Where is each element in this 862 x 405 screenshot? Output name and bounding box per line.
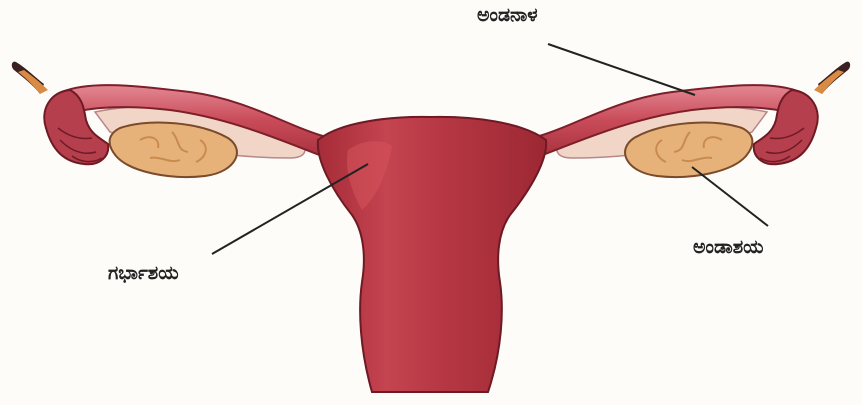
ovary-label: ಅಂಡಾಶಯ: [693, 238, 764, 257]
ovary-leader-line: [692, 167, 768, 226]
oviduct-label: ಅಂಡನಾಳ: [477, 6, 538, 25]
right-fimbriae: [754, 62, 850, 165]
left-fimbriae: [12, 62, 108, 165]
uterus-label: ಗರ್ಭಾಶಯ: [108, 264, 179, 283]
uterus-leader-line: [212, 164, 368, 254]
oviduct-leader-line: [548, 44, 695, 95]
